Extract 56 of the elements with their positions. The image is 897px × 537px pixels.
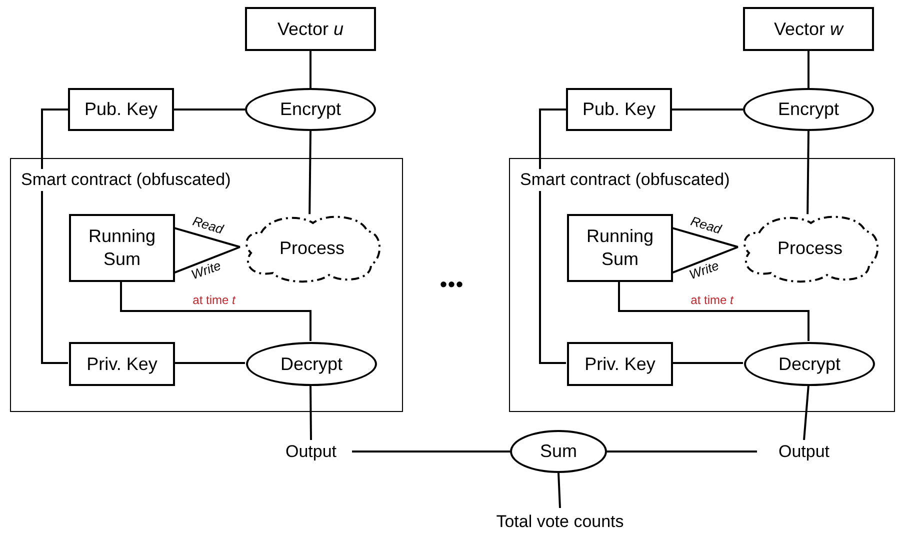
edge-label: Write <box>688 258 720 282</box>
node-label: Decrypt <box>280 352 342 376</box>
process-box <box>69 214 175 282</box>
node-label: Running Sum <box>87 225 157 271</box>
connector-line <box>618 281 810 341</box>
connector-line <box>672 246 738 274</box>
connector-line <box>174 246 240 274</box>
node-label: Priv. Key <box>86 352 158 376</box>
connector-line <box>120 281 312 341</box>
ellipsis-mark: ••• <box>440 273 464 298</box>
connector-line <box>41 108 68 364</box>
node-label: Encrypt <box>280 98 342 121</box>
edge-label: Read <box>689 214 723 236</box>
connector-line <box>558 472 561 508</box>
contract-frame <box>509 158 895 412</box>
process-box <box>567 214 673 282</box>
edge-label: Read <box>191 214 225 236</box>
node-label: Pub. Key <box>84 98 158 121</box>
connector-line <box>803 384 810 440</box>
connector-line <box>672 362 743 364</box>
process-box <box>567 342 673 386</box>
node-label: Vector w <box>774 18 844 40</box>
node-label: Running Sum <box>585 225 655 271</box>
node-label: Encrypt <box>778 98 840 121</box>
connector-line <box>607 450 757 452</box>
node-label: Process <box>777 236 843 260</box>
node-label: Sum <box>540 440 577 463</box>
connector-line <box>672 227 738 248</box>
connector-line <box>310 384 312 440</box>
node-label: Vector u <box>277 18 344 40</box>
connector-line <box>806 130 810 214</box>
node-label: Pub. Key <box>582 98 656 121</box>
connector-line <box>672 108 743 110</box>
connector-line <box>174 227 240 248</box>
process-box <box>68 88 174 131</box>
process-box <box>245 7 376 51</box>
node-label: Priv. Key <box>584 352 656 376</box>
contract-frame <box>10 158 403 412</box>
process-box <box>743 7 874 51</box>
process-box <box>566 88 672 131</box>
edge-label: at time t <box>690 294 734 306</box>
connector-line <box>352 450 510 452</box>
connector-line <box>308 130 312 214</box>
edge-label: Write <box>190 258 222 282</box>
process-box <box>69 342 175 386</box>
node-label: Output <box>778 441 830 463</box>
node-label: Output <box>285 441 337 463</box>
node-label: Decrypt <box>778 352 840 376</box>
connector-line <box>174 108 245 110</box>
node-label: Process <box>279 236 345 260</box>
edge-label: at time t <box>192 294 236 306</box>
connector-line <box>174 362 245 364</box>
node-label: Total vote counts <box>496 511 624 533</box>
connector-line <box>808 51 810 88</box>
connector-line <box>539 108 566 364</box>
connector-line <box>310 51 312 88</box>
